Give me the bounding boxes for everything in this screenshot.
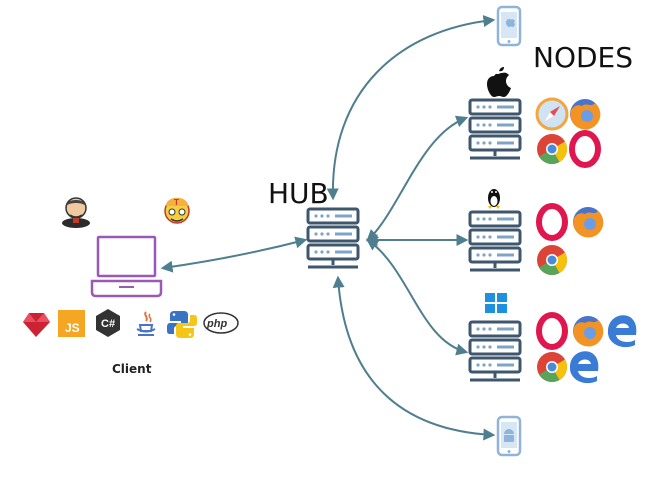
android-phone-icon — [496, 415, 522, 457]
arrow-hub-android-phone — [332, 275, 496, 441]
svg-text:C#: C# — [101, 318, 115, 330]
firefox-icon — [573, 316, 604, 347]
opera-icon — [539, 315, 565, 347]
arrow-hub-client — [160, 236, 308, 273]
chrome-icon — [537, 245, 568, 276]
csharp-icon: C# — [96, 309, 120, 337]
arrow-hub-node-windows — [366, 238, 469, 356]
node-server-icon — [468, 320, 522, 382]
java-icon — [136, 311, 156, 336]
edge-icon — [569, 351, 599, 384]
linux-icon — [488, 189, 500, 209]
svg-text:T: T — [174, 198, 179, 207]
ruby-icon — [23, 313, 50, 337]
opera-icon — [572, 133, 598, 165]
apple-icon — [487, 67, 511, 97]
opera-icon — [539, 206, 565, 238]
selenium-tester-icon: T — [164, 197, 190, 224]
hub-server-icon — [306, 207, 360, 269]
laptop-icon — [90, 235, 163, 298]
client-language-icons: JS C# php — [23, 309, 239, 338]
arrow-hub-ios-phone — [326, 15, 496, 201]
safari-icon — [535, 97, 569, 131]
node-server-icon — [468, 210, 522, 272]
chrome-icon — [537, 134, 568, 165]
firefox-icon — [573, 207, 604, 238]
arrow-hub-node-apple — [366, 115, 469, 242]
node-linux — [468, 189, 604, 276]
ios-phone-icon — [496, 5, 522, 47]
svg-text:php: php — [206, 318, 227, 330]
node-windows — [468, 293, 637, 384]
python-icon — [167, 311, 197, 338]
node-apple — [468, 67, 601, 165]
nodes-title: NODES — [533, 41, 633, 74]
svg-text:JS: JS — [65, 321, 80, 335]
connection-arrows — [160, 15, 496, 441]
jenkins-icon — [62, 197, 90, 228]
chrome-icon — [537, 352, 568, 383]
hub-title: HUB — [268, 177, 329, 210]
edge-icon — [607, 315, 637, 348]
node-server-icon — [468, 98, 522, 160]
javascript-icon: JS — [58, 310, 85, 337]
windows-icon — [485, 293, 507, 313]
client-title: Client — [112, 362, 152, 376]
php-icon: php — [203, 312, 239, 334]
firefox-icon — [570, 99, 601, 130]
